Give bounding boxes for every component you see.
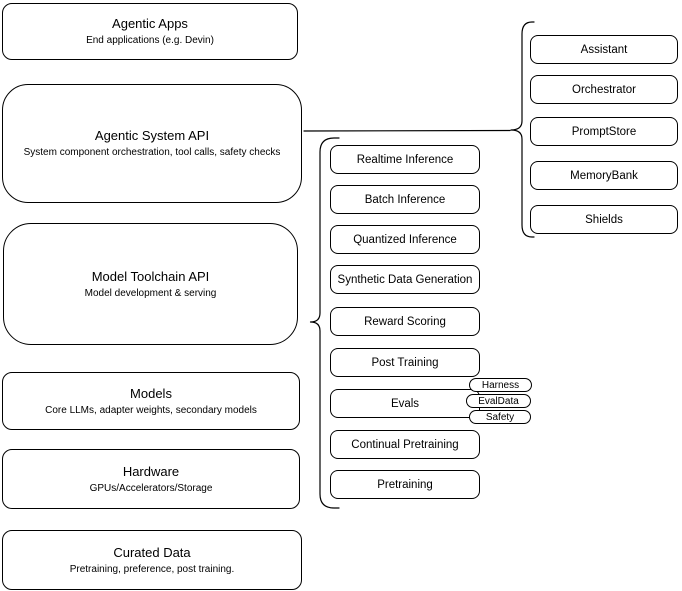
- node-models-subtitle: Core LLMs, adapter weights, secondary mo…: [45, 404, 257, 416]
- node-curated-data: Curated Data Pretraining, preference, po…: [2, 530, 302, 590]
- node-agentic-apps: Agentic Apps End applications (e.g. Devi…: [2, 3, 298, 60]
- node-agentic-system-api-subtitle: System component orchestration, tool cal…: [23, 147, 281, 158]
- node-reward-scoring: Reward Scoring: [330, 307, 480, 336]
- node-shields: Shields: [530, 205, 678, 234]
- node-agentic-system-api: Agentic System API System component orch…: [2, 84, 302, 203]
- node-batch-inference: Batch Inference: [330, 185, 480, 214]
- node-evals: Evals: [330, 389, 480, 418]
- node-curated-data-subtitle: Pretraining, preference, post training.: [69, 563, 235, 575]
- node-model-toolchain-api-subtitle: Model development & serving: [84, 287, 217, 299]
- node-hardware: Hardware GPUs/Accelerators/Storage: [2, 449, 300, 509]
- tag-safety: Safety: [469, 410, 531, 424]
- tag-harness: Harness: [469, 378, 532, 392]
- system-api-connector-line: [303, 129, 511, 132]
- node-agentic-apps-title: Agentic Apps: [112, 16, 188, 31]
- node-agentic-apps-subtitle: End applications (e.g. Devin): [86, 35, 214, 46]
- node-curated-data-title: Curated Data: [113, 544, 191, 560]
- node-orchestrator: Orchestrator: [530, 75, 678, 104]
- node-quantized-inference: Quantized Inference: [330, 225, 480, 254]
- node-model-toolchain-api: Model Toolchain API Model development & …: [3, 223, 298, 345]
- node-model-toolchain-api-title: Model Toolchain API: [91, 268, 210, 284]
- node-hardware-title: Hardware: [122, 463, 180, 479]
- node-assistant: Assistant: [530, 35, 678, 64]
- node-agentic-system-api-title: Agentic System API: [94, 128, 210, 143]
- node-memorybank: MemoryBank: [530, 161, 678, 190]
- node-pretraining: Pretraining: [330, 470, 480, 499]
- node-hardware-subtitle: GPUs/Accelerators/Storage: [89, 482, 213, 494]
- tag-evaldata: EvalData: [466, 394, 531, 408]
- node-synthetic-data-generation: Synthetic Data Generation: [330, 265, 480, 294]
- node-models: Models Core LLMs, adapter weights, secon…: [2, 372, 300, 430]
- node-models-title: Models: [130, 385, 172, 401]
- node-realtime-inference: Realtime Inference: [330, 145, 480, 174]
- node-promptstore: PromptStore: [530, 117, 678, 146]
- node-post-training: Post Training: [330, 348, 480, 377]
- node-continual-pretraining: Continual Pretraining: [330, 430, 480, 459]
